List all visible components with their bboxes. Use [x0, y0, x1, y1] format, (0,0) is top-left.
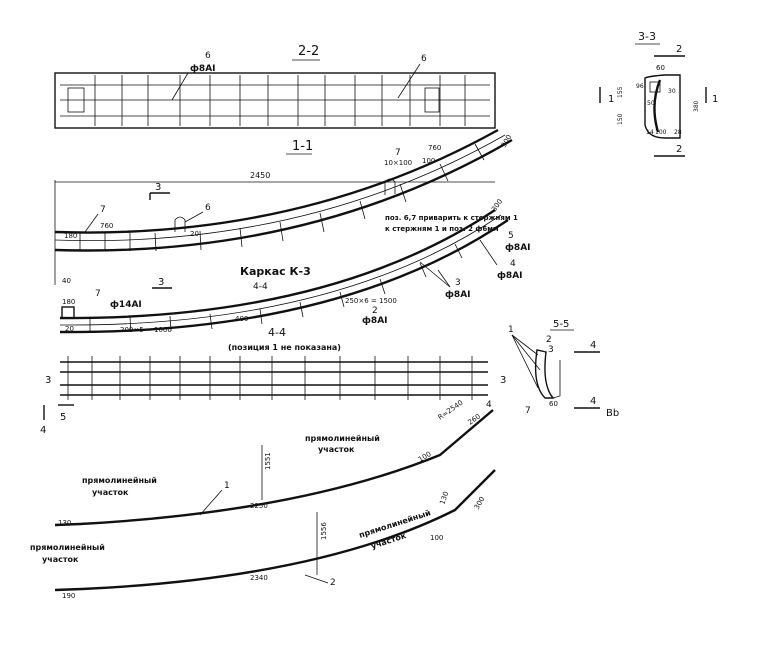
- section-3-3-title: 3-3: [638, 30, 656, 43]
- frame-title: Каркас К-3: [240, 265, 311, 278]
- dim-20-b: 20: [65, 325, 74, 333]
- dim-1551: 1551: [264, 452, 272, 470]
- dim-180: 180: [64, 232, 77, 240]
- dim-180-frame: 180: [62, 298, 75, 306]
- dim-60-33: 60: [656, 64, 665, 72]
- rebar-phi8-e: ф8АI: [362, 316, 388, 326]
- dim-150: 150: [617, 113, 624, 125]
- section-1-label: участок: [92, 488, 129, 497]
- section-3-3-view: 3-3 2 60 96 155 150 30 50 14 100 28 380 …: [599, 30, 718, 157]
- section-4-4-title: 4-4: [268, 326, 286, 339]
- section-2-label: участок: [318, 445, 355, 454]
- rebar-phi8-label: ф8АI: [190, 64, 216, 74]
- position-5-label-a: 5: [508, 231, 514, 241]
- dim-40: 40: [62, 277, 71, 285]
- frame-subtitle: 4-4: [253, 282, 268, 292]
- section-4-4-note: (позиция 1 не показана): [228, 343, 341, 352]
- position-6-label-c: 6: [205, 203, 211, 213]
- rebar-phi8-d: ф8АI: [445, 290, 471, 300]
- section-4-4-view: 4-4 (позиция 1 не показана) 3 3 4 5 4: [40, 326, 506, 436]
- weld-note-2: к стержням 1 и поз. 2 ф6мм: [385, 225, 499, 233]
- dim-130-bar1: 130: [58, 519, 71, 527]
- frame-k3-view: Каркас К-3 4-4 300 5 ф8АI 4 ф8АI 3 ф8АI …: [59, 198, 531, 334]
- position-3-label: 3: [455, 278, 461, 288]
- straight-2-label: прямолинейный: [305, 434, 380, 443]
- cut-mark-1-left: 1: [608, 94, 614, 105]
- dim-200x5: 200×5 = 1000: [120, 326, 172, 334]
- dim-1556: 1556: [320, 522, 328, 540]
- dim-760-right: 760: [428, 144, 441, 152]
- section-2-2-view: 2-2 6 ф8АI 6: [54, 44, 496, 129]
- dim-400: 400: [235, 315, 248, 323]
- section-2-2-title: 2-2: [298, 44, 319, 59]
- cut-mark-3-a: 3: [155, 182, 161, 193]
- rebar-phi8-c: ф8АI: [497, 271, 523, 281]
- position-1-label-bar: 1: [224, 481, 230, 491]
- position-1-label-55: 1: [508, 325, 514, 335]
- dim-2450: 2450: [250, 171, 270, 180]
- dim-100-bar2: 100: [430, 534, 443, 542]
- section-5-5-view: 5-5 1 2 3 7 60 4 4 Вb: [508, 319, 619, 419]
- cut-mark-2-b: 2: [676, 144, 682, 155]
- position-4-label-a: 4: [510, 259, 516, 269]
- section-3-label: участок: [42, 555, 79, 564]
- dim-2250: 2250: [250, 502, 268, 510]
- dim-100-33: 100: [655, 129, 667, 136]
- position-2-label-a: 2: [372, 306, 378, 316]
- position-3-label-55: 3: [548, 345, 554, 355]
- dim-760-left: 760: [100, 222, 113, 230]
- cut-mark-4-a: 4: [40, 425, 46, 436]
- straight-1-label: прямолинейный: [82, 476, 157, 485]
- bar-1-view: 1 2250 130 100 1551 прямолинейный участо…: [54, 409, 494, 527]
- cut-mark-4-d: 4: [590, 396, 596, 407]
- straight-3-label: прямолинейный: [30, 543, 105, 552]
- vb-mark: Вb: [606, 408, 619, 419]
- dim-14: 14: [646, 129, 654, 136]
- dim-60-55: 60: [549, 400, 558, 408]
- dim-380: 380: [693, 100, 700, 112]
- position-2-label-bar: 2: [330, 578, 336, 588]
- radius-r2540: R=2540: [437, 399, 465, 422]
- cut-mark-4-b: 4: [486, 400, 492, 410]
- position-6-label-a: 6: [205, 51, 211, 61]
- dim-155: 155: [617, 86, 624, 98]
- dim-130-bar2: 130: [438, 490, 450, 505]
- section-1-1-title: 1-1: [292, 139, 313, 154]
- dim-50: 50: [647, 100, 655, 107]
- dim-300-frame: 300: [490, 198, 504, 214]
- cut-mark-3-d: 3: [500, 375, 506, 386]
- position-7-label-b: 7: [100, 205, 106, 215]
- dim-190: 190: [62, 592, 75, 600]
- dim-100-right: 100: [422, 157, 435, 165]
- dim-250x6: 250×6 = 1500: [345, 297, 397, 305]
- cut-mark-3-b: 3: [158, 277, 164, 288]
- dim-10x100: 10×100: [384, 159, 412, 167]
- weld-note-1: поз. 6,7 приварить к стержням 1: [385, 214, 518, 222]
- dim-96: 96: [636, 83, 644, 90]
- section-5-5-title: 5-5: [553, 319, 569, 330]
- dim-20-a: 20: [190, 230, 199, 238]
- dim-300-bar2: 300: [473, 495, 487, 511]
- cut-mark-4-c: 4: [590, 340, 596, 351]
- position-7-label-55: 7: [525, 406, 531, 416]
- rebar-phi14: ф14АI: [110, 300, 142, 310]
- cut-mark-3-c: 3: [45, 375, 51, 386]
- rebar-phi8-b: ф8АI: [505, 243, 531, 253]
- cut-mark-1-right: 1: [712, 94, 718, 105]
- position-7-label-c: 7: [95, 289, 101, 299]
- dim-30: 30: [668, 88, 676, 95]
- cut-mark-5-a: 5: [60, 412, 66, 423]
- section-1-1-view: 1-1 2450 6 7 10×100 760 100 300: [54, 128, 518, 285]
- position-6-label-b: 6: [421, 54, 427, 64]
- cut-mark-2-a: 2: [676, 44, 682, 55]
- position-7-label-a: 7: [395, 148, 401, 158]
- dim-28: 28: [674, 129, 682, 136]
- dim-2340: 2340: [250, 574, 268, 582]
- position-2-label-55: 2: [546, 335, 552, 345]
